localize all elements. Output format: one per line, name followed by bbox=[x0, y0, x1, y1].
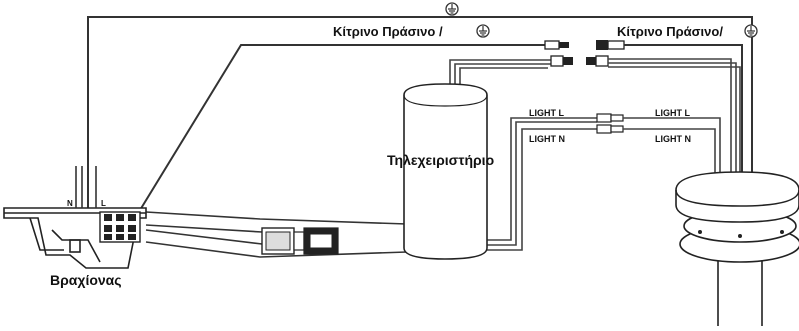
receiver-input-wires bbox=[449, 59, 551, 90]
light-n-label-left: LIGHT N bbox=[529, 134, 565, 144]
light-wires-right bbox=[623, 117, 721, 177]
terminal-n-label: N bbox=[67, 199, 73, 208]
ground-connector-right bbox=[596, 40, 625, 50]
power-connector-right bbox=[586, 55, 609, 67]
cable-connector bbox=[261, 227, 339, 255]
terminal-l-label: L bbox=[101, 199, 106, 208]
main-cable bbox=[145, 211, 408, 258]
bracket-ground-wire bbox=[136, 44, 545, 216]
fan-power-wires bbox=[608, 58, 741, 174]
ground-symbol-right bbox=[744, 24, 758, 38]
yellow-green-label-left: Κίτρινο Πράσινο / bbox=[333, 24, 443, 39]
ground-loop-wire bbox=[87, 16, 753, 214]
bracket-wires bbox=[75, 166, 97, 208]
ground-symbol-top bbox=[445, 2, 459, 16]
fan-screws bbox=[698, 230, 784, 238]
light-n-label-right: LIGHT N bbox=[655, 134, 691, 144]
receiver-unit bbox=[403, 83, 488, 260]
power-connector-left bbox=[550, 55, 573, 67]
receiver-label: Τηλεχειριστήριο bbox=[387, 152, 494, 168]
ground-symbol-left bbox=[476, 24, 490, 38]
light-l-label-left: LIGHT L bbox=[529, 108, 564, 118]
yellow-green-label-right: Κίτρινο Πράσινο/ bbox=[617, 24, 723, 39]
ground-connector-left bbox=[544, 40, 569, 50]
fan-ground-wire bbox=[624, 44, 743, 172]
light-l-label-right: LIGHT L bbox=[655, 108, 690, 118]
bracket-label: Βραχίονας bbox=[50, 272, 122, 288]
light-connectors bbox=[596, 113, 624, 134]
terminal-block bbox=[99, 211, 141, 243]
light-wires-left bbox=[487, 117, 597, 251]
ceiling-fan bbox=[675, 171, 799, 326]
